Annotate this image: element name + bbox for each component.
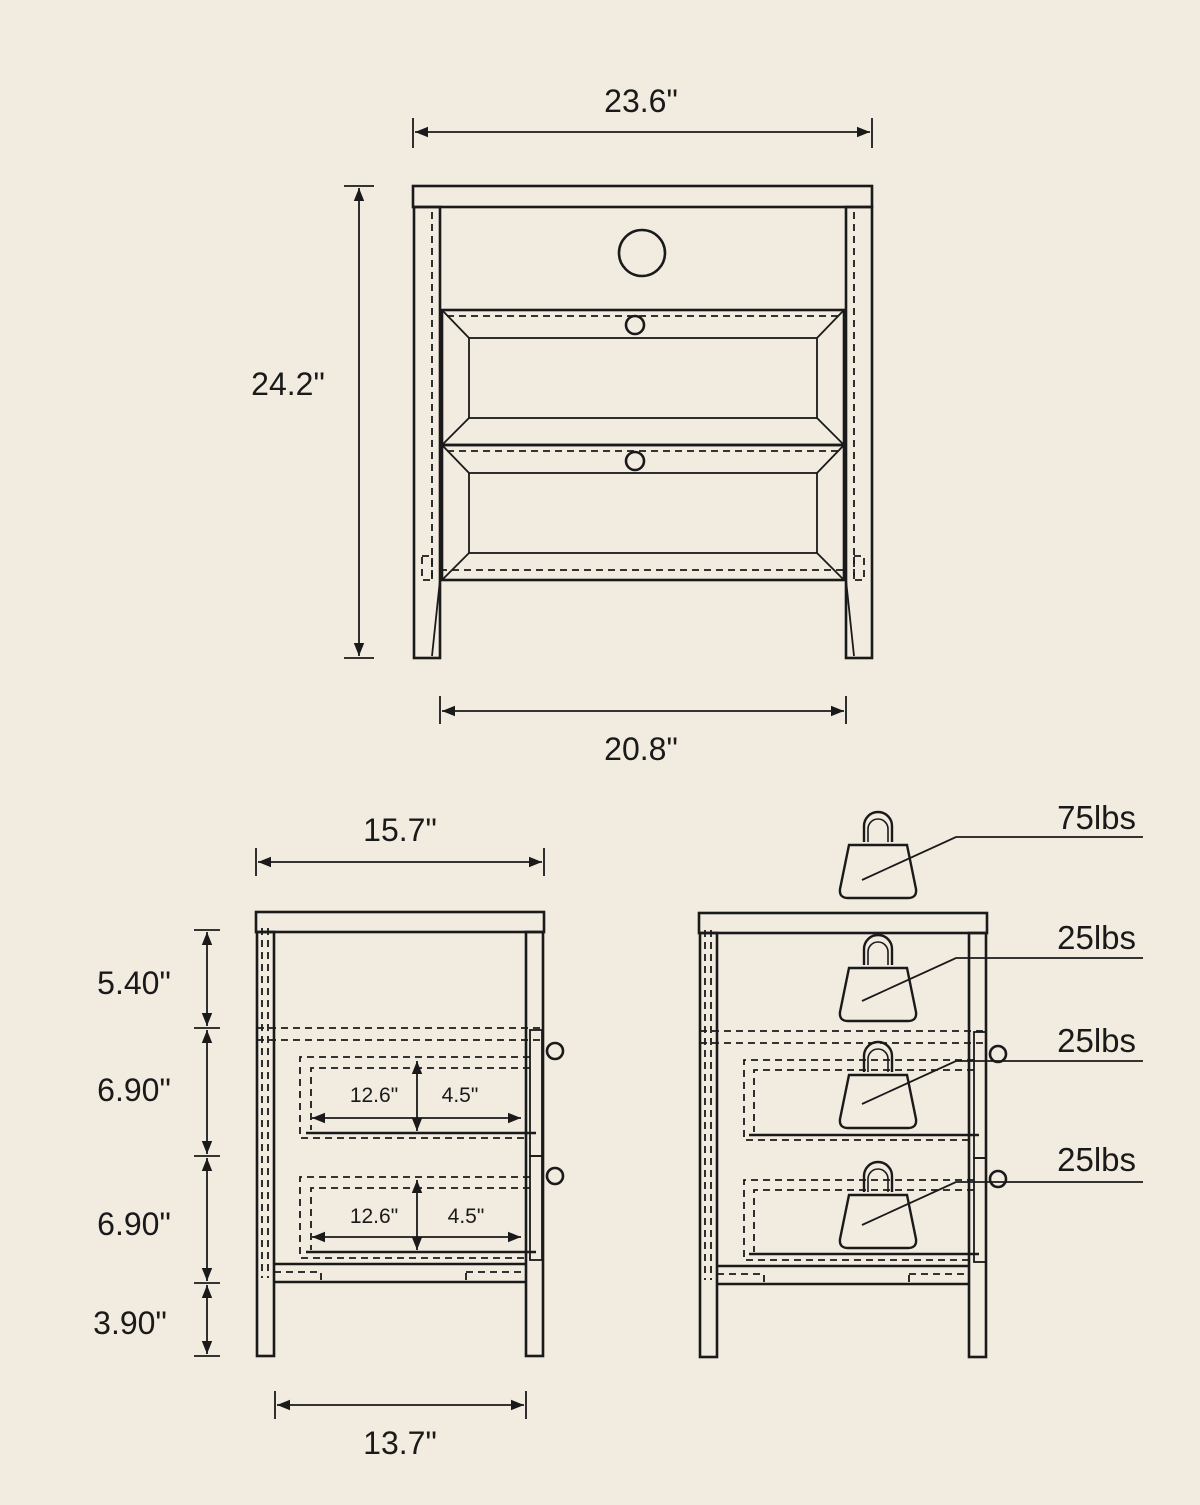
top-width-dimension: 23.6": [412, 83, 873, 148]
nightstand-front: [411, 184, 874, 660]
nightstand-load-side: [697, 911, 1008, 1359]
top-load-label: 75lbs: [1057, 799, 1136, 836]
shelf-load-label: 25lbs: [1057, 919, 1136, 956]
nightstand-side: [254, 910, 565, 1358]
drawer-1-knob: [624, 314, 646, 336]
drawer-2-length-label: 12.6": [350, 1205, 398, 1228]
side-view: 15.7" 12.6": [93, 812, 565, 1461]
drawer-2-knob: [624, 450, 646, 472]
segment-2-label: 6.90": [97, 1072, 171, 1108]
drawer-1-length-label: 12.6": [350, 1084, 398, 1107]
drawer-2-load-label: 25lbs: [1057, 1141, 1136, 1178]
segment-3-label: 6.90": [97, 1206, 171, 1242]
depth-label: 15.7": [363, 812, 437, 848]
drawer-2-height-label: 4.5": [448, 1205, 485, 1228]
side-drawer-1: 12.6" 4.5": [299, 1056, 536, 1139]
weight-bag-icon: [838, 810, 918, 900]
height-label: 24.2": [251, 366, 325, 402]
front-drawer-2: [440, 443, 846, 582]
load-leaders: [861, 836, 1143, 1226]
top-width-label: 23.6": [604, 83, 678, 119]
segment-height-dimensions: 5.40" 6.90" 6.90" 3.90": [93, 929, 220, 1357]
front-drawer-1: [440, 308, 846, 447]
side-knob-1: [545, 1041, 565, 1061]
load-knob-1: [988, 1044, 1008, 1064]
drawer-1-load-label: 25lbs: [1057, 1022, 1136, 1059]
side-drawer-2: 12.6" 4.5": [299, 1176, 536, 1259]
weight-bag-icon: [838, 933, 918, 1023]
bottom-width-dimension: 20.8": [439, 696, 847, 767]
inner-depth-dimension: 13.7": [274, 1391, 527, 1461]
segment-4-label: 3.90": [93, 1305, 167, 1341]
drawer-1-height-label: 4.5": [442, 1084, 479, 1107]
load-capacity-view: 75lbs 25lbs 25lbs 25lbs: [697, 799, 1143, 1359]
inner-depth-label: 13.7": [363, 1425, 437, 1461]
bottom-width-label: 20.8": [604, 731, 678, 767]
side-knob-2: [545, 1166, 565, 1186]
cable-hole: [617, 228, 667, 278]
load-knob-2: [988, 1169, 1008, 1189]
front-view: 23.6" 24.2": [251, 83, 874, 767]
segment-1-label: 5.40": [97, 965, 171, 1001]
depth-dimension: 15.7": [255, 812, 545, 876]
height-dimension: 24.2": [251, 185, 374, 659]
